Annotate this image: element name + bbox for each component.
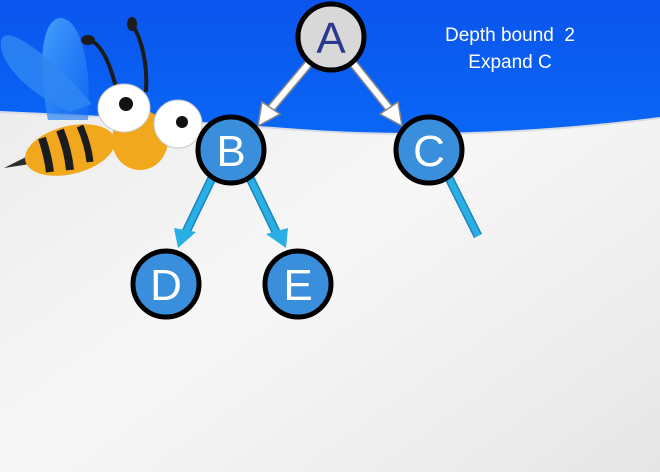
node-a-label: A <box>316 14 346 63</box>
edge-c-stub <box>441 169 483 239</box>
bee-antenna-tip-right <box>127 17 137 31</box>
bee-stripe-3 <box>76 124 94 163</box>
edge-b-e <box>245 176 288 248</box>
bee-stripe-1 <box>38 136 54 173</box>
node-d[interactable]: D <box>130 248 202 320</box>
caption-text: Depth bound 2 Expand C <box>418 22 602 76</box>
banner-edge <box>0 111 660 135</box>
node-a-circle <box>295 1 367 73</box>
bee-pupil-left <box>119 97 133 111</box>
node-b[interactable]: B <box>195 114 267 186</box>
edge-a-b <box>257 59 314 128</box>
bee-wing-front <box>0 35 92 112</box>
bee-stripe-2 <box>56 128 74 171</box>
node-b-label: B <box>216 127 245 176</box>
bee-stinger <box>4 155 30 168</box>
bee-mascot <box>0 17 203 176</box>
bee-pupil-right <box>176 116 188 128</box>
node-e-circle <box>262 248 334 320</box>
caption-expand-node: Expand C <box>468 52 552 73</box>
caption-depth-bound: Depth bound 2 <box>445 25 575 46</box>
tree-edges <box>174 59 483 248</box>
node-d-circle <box>130 248 202 320</box>
node-c-label: C <box>413 127 445 176</box>
node-c[interactable]: C <box>393 114 465 186</box>
node-c-circle <box>393 114 465 186</box>
node-e-label: E <box>283 261 312 310</box>
node-b-circle <box>195 114 267 186</box>
edge-b-d <box>174 176 217 248</box>
node-e[interactable]: E <box>262 248 334 320</box>
node-a[interactable]: A <box>295 1 367 73</box>
edge-a-c <box>348 59 403 128</box>
node-d-label: D <box>150 261 182 310</box>
bee-antenna-tip-left <box>81 35 95 45</box>
